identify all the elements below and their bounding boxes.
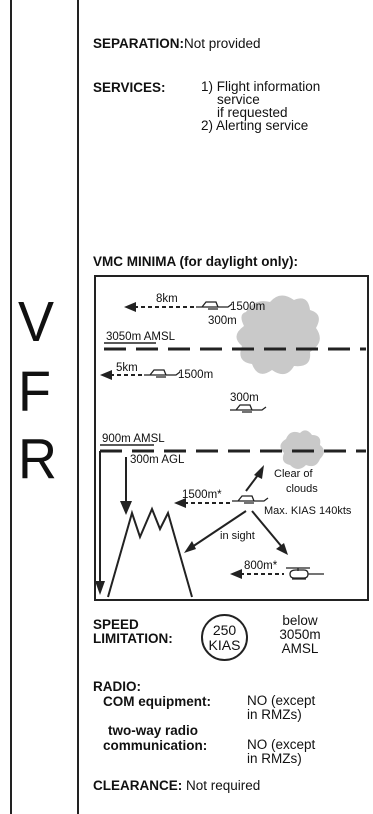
mountains: [107, 506, 193, 598]
label-1500m-mid: 1500m: [178, 369, 213, 381]
services-label: SERVICES:: [93, 80, 166, 95]
services-line-3: if requested: [217, 105, 288, 120]
vmc-title: VMC MINIMA (for daylight only):: [93, 254, 298, 269]
label-5km: 5km: [116, 362, 138, 374]
arrow-800: [230, 569, 242, 579]
label-3050-amsl: 3050m AMSL: [106, 331, 176, 343]
speed-label-1: SPEED: [93, 617, 139, 632]
radio-label: RADIO:: [93, 679, 141, 694]
side-letter-f: F: [18, 360, 51, 424]
left-border: [10, 0, 12, 814]
arrow-ground-left: [95, 581, 105, 595]
speed-label: SPEED LIMITATION:: [93, 618, 173, 646]
label-300m-top: 300m: [208, 315, 237, 327]
radio-twoway-value-1: NO (except: [247, 737, 316, 752]
speed-note: below 3050m AMSL: [268, 614, 332, 656]
label-max-kias: Max. KIAS 140kts: [264, 505, 352, 517]
speed-note-3: AMSL: [281, 641, 319, 656]
services-line-4: 2) Alerting service: [201, 118, 309, 133]
clearance-label: CLEARANCE:: [93, 778, 183, 793]
separation-value: Not provided: [184, 36, 261, 51]
radio-twoway-label-2: communication:: [103, 738, 208, 753]
label-clouds: clouds: [286, 483, 318, 495]
arrow-1500: [174, 498, 186, 508]
clearance-value: Not required: [186, 778, 261, 793]
clearance-row: CLEARANCE: Not required: [93, 778, 260, 793]
speed-label-2: LIMITATION:: [93, 631, 173, 646]
helicopter: [286, 567, 324, 580]
separation-row: SEPARATION:Not provided: [93, 36, 261, 51]
aircraft-low: [232, 495, 269, 504]
aircraft-mid: [144, 369, 181, 378]
label-300-agl: 300m AGL: [130, 454, 185, 466]
side-letter-r: R: [18, 427, 57, 491]
label-800m-star: 800m*: [244, 560, 278, 572]
column-divider: [77, 0, 79, 814]
arrow-300-agl: [120, 501, 132, 515]
radio-com-value-1: NO (except: [247, 693, 316, 708]
radio-com-value-2: in RMZs): [247, 707, 302, 722]
radio-twoway-label-1: two-way radio: [108, 723, 199, 738]
services-line-1: 1) Flight information: [201, 79, 321, 94]
label-1500m-star: 1500m*: [182, 489, 222, 501]
separation-label: SEPARATION:: [93, 36, 184, 51]
radio-com-label: COM equipment:: [103, 694, 211, 709]
label-in-sight: in sight: [220, 530, 255, 542]
speed-limit-circle: 250 KIAS: [201, 614, 248, 661]
radio-twoway-value: NO (except in RMZs): [247, 738, 315, 766]
side-letter-v: V: [18, 290, 55, 354]
aircraft-top: [196, 301, 233, 310]
label-clear-of: Clear of: [274, 468, 313, 480]
services-line-2: service: [217, 92, 260, 107]
speed-note-1: below: [282, 613, 318, 628]
label-300m-mid: 300m: [230, 392, 259, 404]
vmc-diagram-svg: 8km 1500m 300m 3050m AMSL 5km 1500m 300m…: [95, 293, 366, 598]
vmc-diagram: 8km 1500m 300m 3050m AMSL 5km 1500m 300m…: [94, 275, 369, 601]
label-900-amsl: 900m AMSL: [102, 433, 165, 445]
speed-note-2: 3050m: [279, 627, 321, 642]
radio-twoway-value-2: in RMZs): [247, 751, 302, 766]
radio-com-value: NO (except in RMZs): [247, 694, 315, 722]
speed-unit: KIAS: [208, 637, 241, 653]
upper-cloud: [236, 295, 320, 375]
services-list: 1) Flight information service if request…: [201, 79, 321, 133]
label-8km: 8km: [156, 293, 178, 305]
speed-value: 250: [212, 622, 237, 638]
arrow-5km: [100, 370, 112, 380]
label-1500m-top: 1500m: [230, 301, 265, 313]
aircraft-300: [230, 404, 267, 413]
arrow-8km: [124, 302, 136, 312]
